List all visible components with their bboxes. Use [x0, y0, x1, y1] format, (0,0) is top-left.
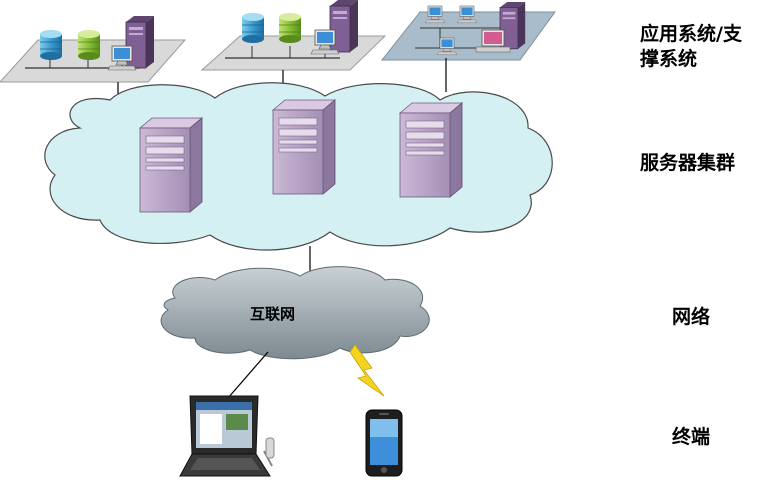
- lightning-icon: [349, 344, 385, 397]
- server-cluster-cloud: [44, 82, 553, 251]
- smartphone-icon: [365, 409, 403, 477]
- server-tower-icon: [399, 102, 463, 198]
- internet-label: 互联网: [250, 305, 296, 323]
- monitor-icon: [475, 29, 511, 53]
- app-platform-left: [0, 15, 187, 83]
- layer-label-apps: 应用系统/支撑系统: [640, 23, 742, 70]
- app-platform-right: [380, 1, 556, 61]
- internet-cloud: [160, 266, 430, 360]
- layer-label-servers: 服务器集群: [640, 152, 736, 174]
- monitor-icon: [310, 29, 340, 55]
- laptop-icon: [179, 395, 275, 477]
- cloud-icon: [160, 266, 430, 360]
- server-tower-icon: [139, 117, 203, 213]
- monitor-icon: [456, 5, 478, 24]
- database-icon: [77, 29, 101, 61]
- database-icon: [39, 29, 63, 61]
- database-icon: [278, 12, 302, 44]
- app-platform-middle: [200, 0, 387, 71]
- layer-label-network: 网络: [672, 306, 711, 328]
- monitor-icon: [424, 5, 446, 24]
- server-tower-icon: [272, 99, 336, 195]
- layer-label-terminal: 终端: [672, 426, 711, 448]
- database-icon: [241, 12, 265, 44]
- monitor-icon: [436, 37, 458, 56]
- monitor-icon: [107, 45, 137, 71]
